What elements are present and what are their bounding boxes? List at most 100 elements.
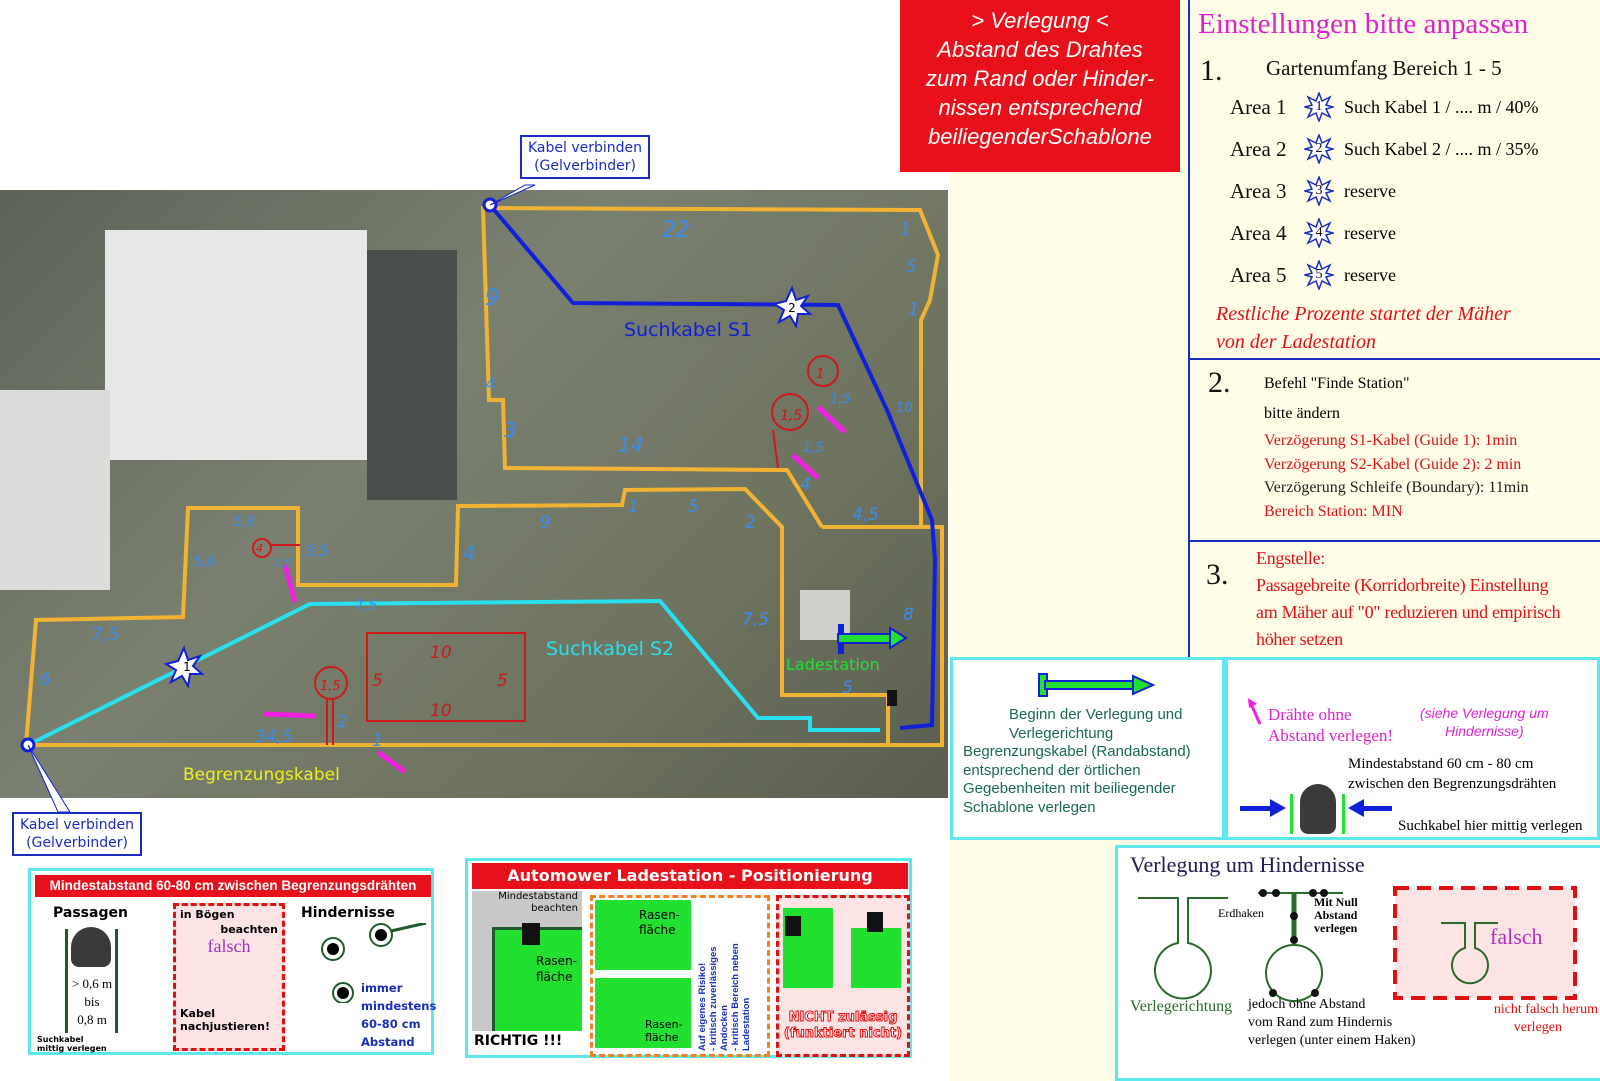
start-direction-arrow-icon <box>1038 673 1156 697</box>
text: Schablone verlegen <box>963 798 1096 816</box>
svg-text:3,5: 3,5 <box>305 542 329 560</box>
header-line: > Verlegung < <box>971 8 1109 33</box>
star-number: 4 <box>1315 225 1323 240</box>
connector-callout-bottom: Kabel verbinden(Gelverbinder) <box>12 812 143 856</box>
svg-text:34,5: 34,5 <box>255 727 293 747</box>
svg-text:5: 5 <box>906 257 917 277</box>
text: bitte ändern <box>1264 404 1340 422</box>
star-number: 1 <box>1315 99 1323 114</box>
boundary-line <box>1342 794 1345 834</box>
section-number: 1. <box>1200 54 1223 87</box>
area-list: Area 1 1 Such Kabel 1 / .... m / 40% Area … <box>1230 86 1600 296</box>
svg-text:10: 10 <box>896 401 913 416</box>
start-direction-arrow-icon <box>837 624 908 654</box>
text: entsprechend der örtlichen <box>963 761 1141 779</box>
text: Begrenzungskabel (Randabstand) <box>963 743 1191 760</box>
svg-text:1,5: 1,5 <box>320 679 341 694</box>
svg-text:5: 5 <box>372 671 383 691</box>
obstacle-circles-icon <box>321 923 427 1003</box>
wrong-label: falsch <box>1490 924 1543 949</box>
header-line: Abstand des Drahtes <box>937 37 1143 62</box>
svg-text:4: 4 <box>485 375 496 395</box>
not-allowed-box: NICHT zulässig(funktiert nicht) <box>776 895 910 1057</box>
direction-label: Verlegerichtung <box>1130 998 1233 1015</box>
lawn-area <box>595 978 691 1048</box>
svg-text:1: 1 <box>908 300 919 320</box>
boundary-line <box>1290 794 1293 834</box>
obstacles <box>252 355 839 745</box>
map-star-icon <box>163 645 205 689</box>
text: Befehl "Finde Station" <box>1264 375 1410 392</box>
svg-text:7,5: 7,5 <box>92 625 119 645</box>
station-label: Ladestation <box>786 655 880 674</box>
svg-text:4: 4 <box>256 542 263 555</box>
svg-text:1,5: 1,5 <box>780 408 802 424</box>
svg-text:2: 2 <box>337 712 348 732</box>
svg-text:6: 6 <box>40 670 51 690</box>
station-icon <box>785 916 801 936</box>
section-heading: Gartenumfang Bereich 1 - 5 <box>1266 56 1502 80</box>
boundary-label: Begrenzungskabel <box>183 765 340 785</box>
svg-text:7,5: 7,5 <box>742 610 769 630</box>
star-icon: 3 <box>1304 176 1334 206</box>
guide-text: Suchkabel hier mittig verlegen <box>1398 818 1583 834</box>
header-line: nissen entsprechend <box>938 95 1142 120</box>
station-positioning-panel: Automower Ladestation - Positionierung M… <box>465 858 912 1058</box>
callout-pointer <box>27 744 71 813</box>
area-label: Area 1 <box>1230 94 1287 119</box>
panel-title: Mindestabstand 60-80 cm zwischen Begrenz… <box>35 875 431 897</box>
divider <box>1190 358 1600 360</box>
not-allowed-label: NICHT zulässig(funktiert nicht) <box>783 1010 903 1042</box>
text: beachten <box>220 923 278 936</box>
svg-text:10: 10 <box>430 701 452 721</box>
text: Verzögerung S2-Kabel (Guide 2): 2 min <box>1264 455 1522 473</box>
s1-label: Suchkabel S1 <box>624 319 752 341</box>
svg-text:1: 1 <box>628 497 639 517</box>
station-icon <box>522 923 540 945</box>
divider <box>1190 540 1600 542</box>
area-label: Area 3 <box>1230 178 1287 203</box>
svg-text:3: 3 <box>504 418 517 442</box>
obstacle-labels: 1,5 1 1,5 10 5 5 10 4 <box>256 367 824 721</box>
text: Mindestabstand <box>498 891 578 902</box>
text: Verlegerichtung <box>1009 725 1114 742</box>
up-arrow-icon <box>1248 698 1262 725</box>
lawn-label: Rasen-fläche <box>639 908 680 937</box>
passages-heading: Passagen <box>53 905 128 921</box>
area-text: Such Kabel 1 / .... m / 40% <box>1344 96 1539 117</box>
map-star-icon <box>771 285 813 329</box>
svg-text:5: 5 <box>842 678 853 698</box>
text: Verzögerung S1-Kabel (Guide 1): 1min <box>1264 432 1518 449</box>
star-icon: 2 <box>1304 134 1334 164</box>
guide-wire-s1 <box>488 203 938 730</box>
area-label: Area 4 <box>1230 220 1287 245</box>
svg-text:8: 8 <box>903 605 914 625</box>
section-number: 3. <box>1206 558 1229 591</box>
narrow-passage-arrows <box>262 405 847 775</box>
charging-station-icon <box>887 690 897 706</box>
arrow-left-icon <box>1348 799 1392 817</box>
obstacle-laying-panel: Verlegung um Hindernisse Verlegerichtung… <box>1115 845 1600 1081</box>
panel-title: Automower Ladestation - Positionierung <box>472 863 908 889</box>
mower-icon <box>71 927 111 967</box>
settings-title: Einstellungen bitte anpassen <box>1198 8 1529 40</box>
svg-text:9: 9 <box>540 513 551 533</box>
callout-pointer <box>489 184 536 206</box>
section-number: 2. <box>1208 366 1231 399</box>
svg-text:5,8: 5,8 <box>233 514 255 530</box>
text: Beginn der Verlegung und <box>1009 706 1183 723</box>
obstacle-diagrams <box>1138 886 1577 1002</box>
lawn-label: Rasen-fläche <box>536 954 577 984</box>
svg-text:4,5: 4,5 <box>852 505 879 525</box>
min-distance-panel: Mindestabstand 60-80 cm zwischen Begrenz… <box>28 868 436 1055</box>
area-text: Such Kabel 2 / .... m / 35% <box>1344 138 1539 159</box>
